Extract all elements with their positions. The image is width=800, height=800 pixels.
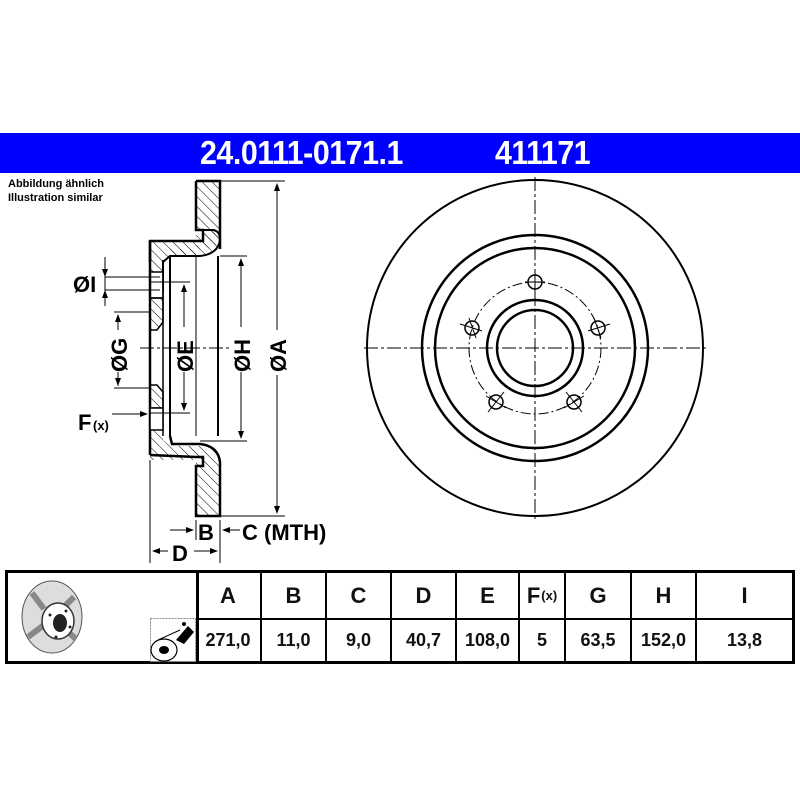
header-i: I bbox=[697, 573, 792, 620]
illustration-note: Abbildung ähnlich Illustration similar bbox=[8, 177, 104, 205]
reference-number: 411171 bbox=[495, 134, 591, 171]
value-b: 11,0 bbox=[262, 620, 327, 661]
label-dia-e: ØE bbox=[173, 340, 198, 372]
header-c: C bbox=[327, 573, 392, 620]
header-d: D bbox=[392, 573, 457, 620]
dimension-table bbox=[5, 570, 795, 664]
front-view bbox=[364, 177, 708, 520]
header-g: G bbox=[566, 573, 632, 620]
label-dia-g: ØG bbox=[107, 338, 132, 372]
header-b: B bbox=[262, 573, 327, 620]
note-english: Illustration similar bbox=[8, 192, 103, 204]
value-g: 63,5 bbox=[566, 620, 632, 661]
label-dia-h: ØH bbox=[230, 339, 255, 372]
header-a: A bbox=[196, 573, 262, 620]
note-german: Abbildung ähnlich bbox=[8, 178, 104, 190]
label-dia-a: ØA bbox=[266, 339, 291, 372]
header-f-sub: (x) bbox=[541, 588, 558, 603]
label-b: B bbox=[198, 520, 214, 545]
spray-coating-icon bbox=[150, 618, 196, 662]
part-number: 24.0111-0171.1 bbox=[200, 134, 403, 171]
label-f-sub: (x) bbox=[93, 418, 109, 433]
cross-section-view: ØI ØG ØE ØH ØA F (x) B C (MTH) D bbox=[73, 179, 326, 566]
value-i: 13,8 bbox=[726, 630, 763, 650]
header-h: H bbox=[632, 573, 697, 620]
value-c: 9,0 bbox=[327, 620, 392, 661]
value-d: 40,7 bbox=[392, 620, 457, 661]
value-a: 271,0 bbox=[196, 620, 262, 661]
header-banner: 24.0111-0171.1 411171 bbox=[0, 133, 800, 173]
value-e: 108,0 bbox=[457, 620, 520, 661]
header-f: F(x) bbox=[520, 573, 566, 620]
value-f: 5 bbox=[520, 620, 566, 661]
label-c-mth: C (MTH) bbox=[242, 520, 326, 545]
value-h: 152,0 bbox=[632, 620, 697, 661]
header-f-label: F bbox=[526, 582, 541, 608]
header-e: E bbox=[457, 573, 520, 620]
label-d: D bbox=[172, 541, 188, 566]
brake-disc-3d-icon bbox=[21, 580, 83, 654]
label-f: F bbox=[78, 410, 91, 435]
label-dia-i: ØI bbox=[73, 272, 96, 297]
